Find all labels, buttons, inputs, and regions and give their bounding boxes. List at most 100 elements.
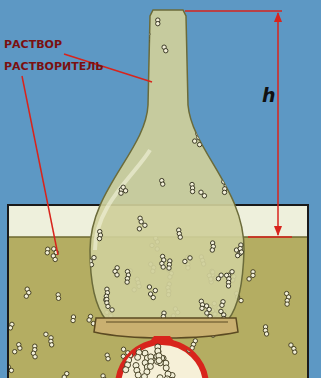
molecule	[145, 39, 149, 43]
molecule	[18, 346, 22, 350]
molecule	[237, 58, 241, 62]
molecule	[157, 375, 163, 378]
molecule	[115, 32, 119, 36]
molecule	[235, 253, 239, 257]
molecule	[87, 13, 91, 17]
molecule	[190, 189, 194, 193]
molecule	[200, 306, 204, 310]
molecule	[188, 342, 194, 348]
molecule	[113, 76, 117, 80]
molecule	[239, 250, 243, 254]
molecule	[71, 318, 75, 322]
molecule	[293, 350, 297, 354]
molecule	[119, 191, 123, 195]
magnifier	[118, 342, 206, 378]
dimension-label: h	[262, 84, 276, 106]
molecule	[163, 365, 169, 371]
molecule	[247, 277, 251, 281]
molecule	[264, 332, 268, 336]
molecule	[156, 21, 160, 25]
molecule	[121, 347, 125, 351]
molecule	[161, 265, 165, 269]
molecule	[164, 376, 170, 378]
molecule	[239, 298, 243, 302]
molecule	[135, 354, 141, 360]
molecule	[239, 65, 243, 69]
molecule	[147, 285, 151, 289]
molecule	[167, 266, 171, 270]
molecule	[87, 318, 91, 322]
molecule	[197, 142, 201, 146]
molecule	[109, 129, 113, 133]
dimension-arrow	[277, 13, 279, 235]
molecule	[115, 83, 119, 87]
molecule	[145, 35, 149, 39]
molecule	[192, 139, 196, 143]
molecule	[161, 182, 165, 186]
flask	[90, 10, 244, 320]
leader-line	[22, 76, 58, 255]
molecule	[199, 190, 203, 194]
molecule	[226, 284, 230, 288]
molecule	[125, 280, 129, 284]
molecule	[285, 302, 289, 306]
molecule	[9, 368, 13, 372]
molecule	[9, 326, 13, 330]
part-name: РАСТВОР	[4, 38, 62, 51]
membrane-holder	[94, 318, 238, 338]
molecule	[110, 308, 114, 312]
molecule	[102, 377, 106, 378]
molecule	[53, 257, 57, 261]
molecule	[237, 61, 241, 65]
molecule	[151, 295, 155, 299]
molecule	[92, 255, 96, 259]
molecule	[56, 296, 60, 300]
molecule	[124, 28, 128, 32]
molecule	[187, 347, 193, 353]
molecule	[115, 35, 119, 39]
molecule	[216, 277, 220, 281]
molecule	[196, 132, 200, 136]
molecule	[123, 367, 129, 373]
molecule	[139, 220, 143, 224]
molecule	[111, 132, 115, 136]
molecule	[147, 363, 153, 369]
part-name: РАСТВОРИТЕЛЬ	[4, 60, 104, 73]
molecule	[222, 190, 226, 194]
molecule	[183, 259, 187, 263]
molecule	[121, 25, 125, 29]
molecule	[143, 223, 147, 227]
molecule	[86, 10, 90, 14]
molecule	[49, 343, 53, 347]
molecule	[251, 273, 255, 277]
molecule	[106, 304, 110, 308]
molecule	[153, 288, 157, 292]
molecule	[210, 248, 214, 252]
molecule	[123, 189, 127, 193]
molecule	[24, 294, 28, 298]
molecule	[137, 227, 141, 231]
molecule	[139, 72, 143, 76]
molecule	[135, 372, 141, 378]
molecule	[12, 350, 16, 354]
molecule	[112, 80, 116, 84]
molecule	[91, 17, 95, 21]
molecule	[45, 251, 49, 255]
dimension-line	[248, 236, 292, 238]
dimension-line	[185, 10, 282, 12]
molecule	[106, 357, 110, 361]
molecule	[230, 270, 234, 274]
molecule	[197, 135, 201, 139]
molecule	[239, 54, 243, 58]
molecule	[141, 374, 147, 378]
molecule	[164, 49, 168, 53]
molecule	[89, 262, 93, 266]
molecule	[116, 72, 120, 76]
molecule	[115, 273, 119, 277]
molecule	[188, 256, 192, 260]
molecule	[156, 358, 162, 364]
molecule	[139, 69, 143, 73]
molecule	[178, 235, 182, 239]
